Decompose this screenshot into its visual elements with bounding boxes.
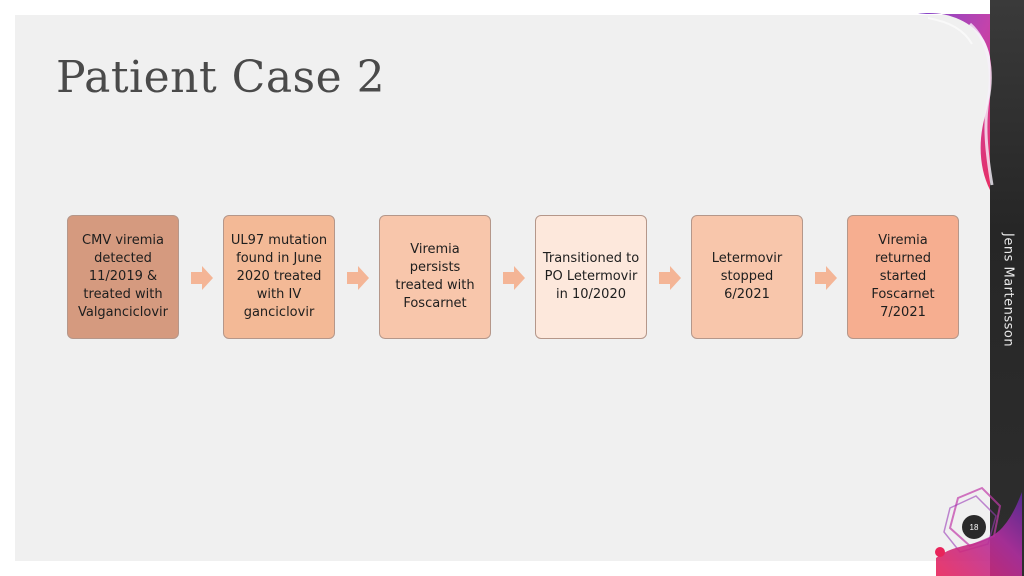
right-arrow-icon bbox=[191, 266, 213, 290]
author-name: Jens Martensson bbox=[1000, 232, 1016, 348]
process-step-3: Viremia persists treated with Foscarnet bbox=[379, 215, 491, 339]
process-step-5: Letermovir stopped 6/2021 bbox=[691, 215, 803, 339]
right-arrow-icon bbox=[659, 266, 681, 290]
process-step-1: CMV viremia detected 11/2019 & treated w… bbox=[67, 215, 179, 339]
right-arrow-icon bbox=[347, 266, 369, 290]
right-arrow-icon bbox=[503, 266, 525, 290]
process-step-6: Viremia returned started Foscarnet 7/202… bbox=[847, 215, 959, 339]
decorative-swirl-top bbox=[918, 13, 994, 191]
page-number: 18 bbox=[962, 515, 986, 539]
process-step-2: UL97 mutation found in June 2020 treated… bbox=[223, 215, 335, 339]
right-arrow-icon bbox=[815, 266, 837, 290]
decorative-swirl-bottom bbox=[935, 486, 1022, 576]
page-title: Patient Case 2 bbox=[56, 52, 386, 103]
process-step-4: Transitioned to PO Letermovir in 10/2020 bbox=[535, 215, 647, 339]
sidebar bbox=[990, 0, 1024, 576]
